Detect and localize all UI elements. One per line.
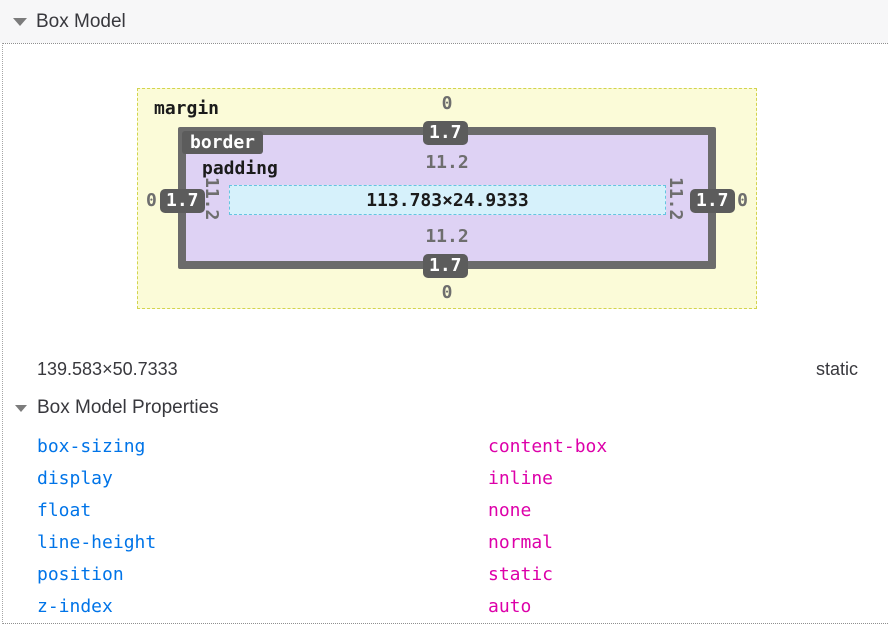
padding-top-value[interactable]: 11.2: [425, 152, 469, 173]
box-model-section-header[interactable]: Box Model: [0, 0, 888, 43]
property-value: inline: [488, 467, 554, 489]
margin-right-value[interactable]: 0: [737, 190, 748, 211]
collapse-triangle-icon[interactable]: [13, 17, 27, 26]
property-row[interactable]: line-height normal: [3, 526, 888, 558]
border-bottom-width-badge[interactable]: 1.7: [423, 254, 468, 278]
property-value: normal: [488, 531, 554, 553]
property-value: auto: [488, 595, 532, 617]
property-row[interactable]: position static: [3, 558, 888, 590]
padding-left-value[interactable]: 11.2: [201, 177, 222, 221]
box-model-content-region[interactable]: 113.783×24.9333: [229, 185, 666, 215]
property-name: display: [37, 467, 113, 489]
content-size-value[interactable]: 113.783×24.9333: [366, 189, 529, 211]
property-row[interactable]: z-index auto: [3, 590, 888, 622]
collapse-triangle-icon[interactable]: [15, 404, 27, 412]
property-name: line-height: [37, 531, 157, 553]
border-top-width-badge[interactable]: 1.7: [423, 121, 468, 145]
property-row[interactable]: box-sizing content-box: [3, 430, 888, 462]
element-position: static: [815, 358, 858, 379]
border-left-width-badge[interactable]: 1.7: [160, 189, 205, 213]
box-model-properties-header[interactable]: Box Model Properties: [15, 396, 219, 420]
box-model-panel-body: margin 0 0 0 0 border padding 11.2 11.2 …: [2, 43, 888, 624]
margin-region-label: margin: [154, 98, 220, 119]
margin-left-value[interactable]: 0: [146, 190, 157, 211]
border-region-label: border: [182, 131, 264, 154]
property-row[interactable]: float none: [3, 494, 888, 526]
property-name: z-index: [37, 595, 113, 617]
margin-top-value[interactable]: 0: [441, 93, 453, 114]
property-name: float: [37, 499, 92, 521]
property-value: static: [488, 563, 554, 585]
property-name: position: [37, 563, 124, 585]
box-model-properties-title: Box Model Properties: [37, 397, 219, 418]
box-model-properties-list: box-sizing content-box display inline fl…: [3, 430, 888, 622]
box-model-section-title: Box Model: [36, 10, 126, 32]
property-value: none: [488, 499, 532, 521]
element-summary-row: 139.583×50.7333 static: [37, 358, 858, 380]
property-value: content-box: [488, 435, 608, 457]
border-right-width-badge[interactable]: 1.7: [690, 189, 735, 213]
padding-region-label: padding: [202, 158, 278, 179]
margin-bottom-value[interactable]: 0: [441, 282, 453, 303]
property-name: box-sizing: [37, 435, 146, 457]
padding-bottom-value[interactable]: 11.2: [425, 226, 469, 247]
box-model-margin-region[interactable]: margin 0 0 0 0 border padding 11.2 11.2 …: [137, 88, 757, 309]
property-row[interactable]: display inline: [3, 462, 888, 494]
element-dimensions: 139.583×50.7333: [37, 358, 178, 379]
padding-right-value[interactable]: 11.2: [665, 177, 686, 221]
